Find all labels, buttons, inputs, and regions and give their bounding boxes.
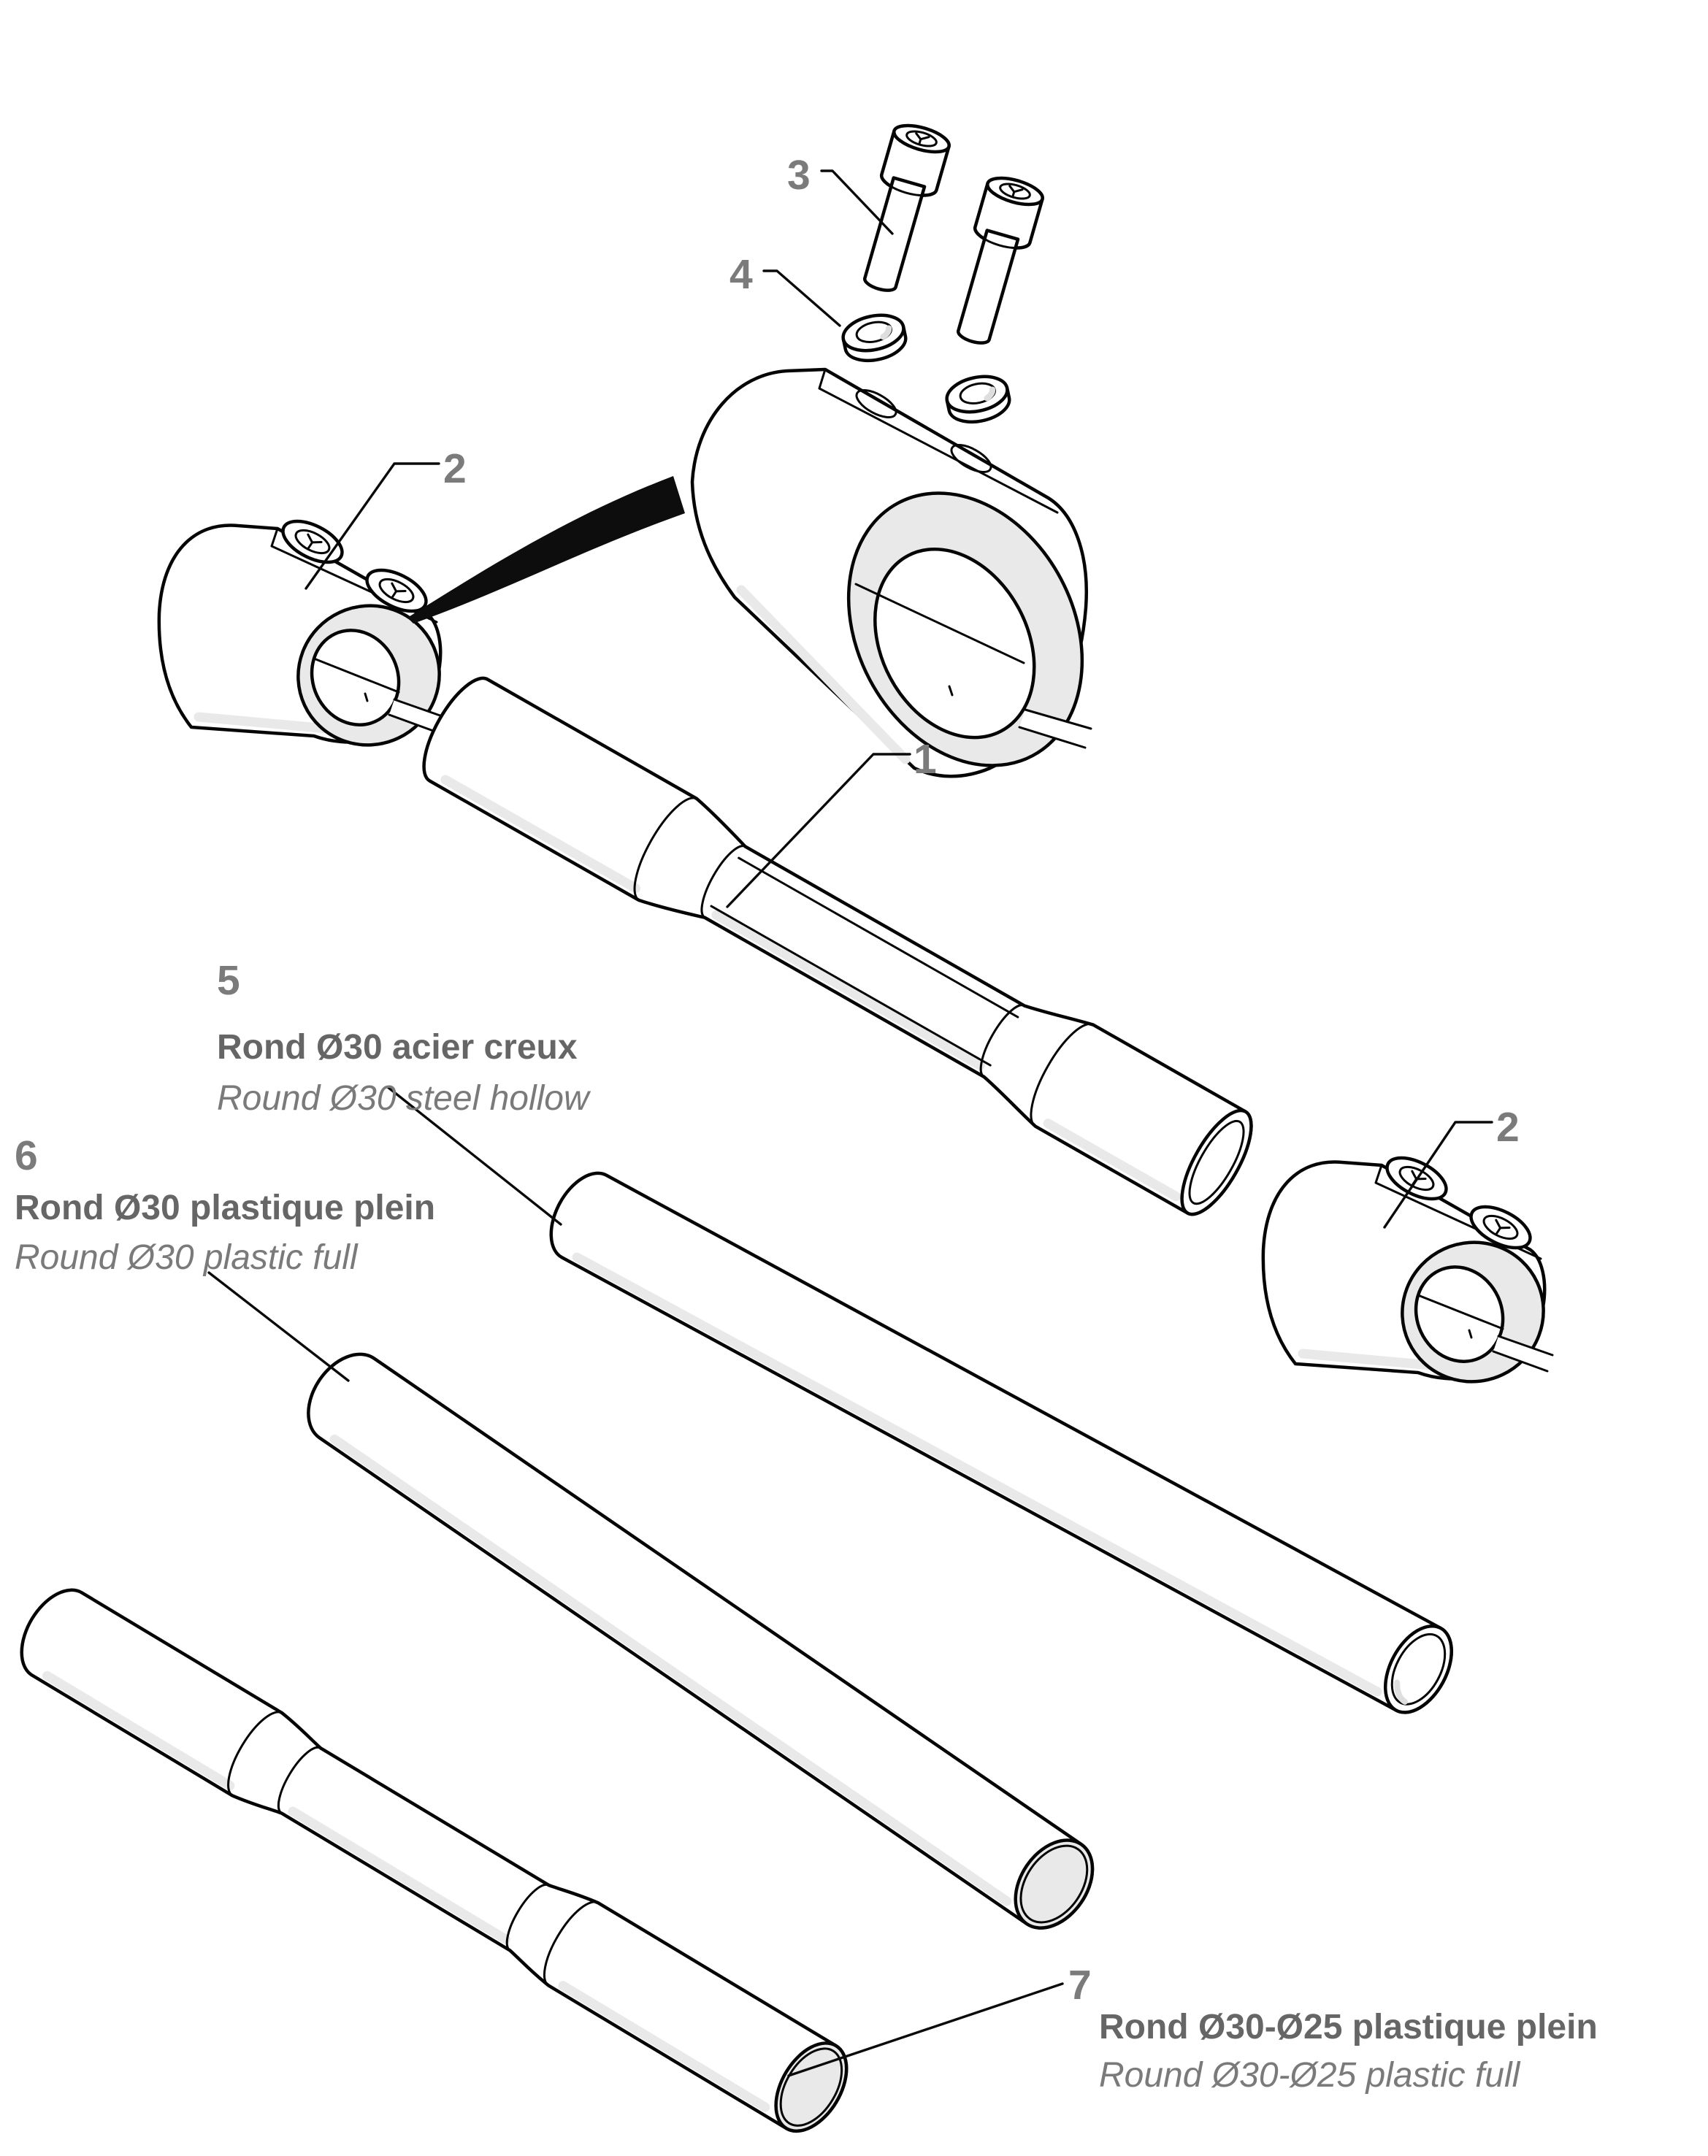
machined-tube-part1	[422, 676, 1253, 1216]
leader-6	[207, 1271, 350, 1382]
stepped-rod-blank	[20, 1588, 849, 2133]
leader-3	[820, 169, 894, 235]
part5-name-en: Round Ø30 steel hollow	[217, 1079, 591, 1118]
cap-screw-right	[956, 176, 1044, 345]
leader-1	[726, 753, 911, 908]
callout-number-2-left: 2	[443, 445, 467, 492]
callout-number-6: 6	[15, 1132, 38, 1179]
cap-screw-left	[862, 123, 951, 292]
callout-number-4: 4	[729, 251, 753, 298]
callout-number-3: 3	[787, 152, 811, 199]
rod-blank-plastic	[307, 1352, 1095, 1930]
callout-number-2-right: 2	[1496, 1104, 1520, 1151]
leader-2-right	[1383, 1121, 1493, 1229]
leader-2-left	[305, 462, 440, 590]
part7-name-fr: Rond Ø30-Ø25 plastique plein	[1099, 2008, 1598, 2046]
part6-name-en: Round Ø30 plastic full	[15, 1238, 359, 1277]
leader-4	[762, 269, 841, 327]
leader-5	[386, 1086, 562, 1226]
clamp-collar-right	[1263, 1149, 1566, 1405]
washer-right	[945, 375, 1011, 424]
clamp-collar-left	[157, 513, 450, 747]
callout-number-7: 7	[1068, 1962, 1092, 2009]
part5-name-fr: Rond Ø30 acier creux	[217, 1028, 578, 1067]
tube-blank-steel	[549, 1171, 1453, 1714]
leader-7	[787, 1982, 1064, 2077]
swoosh-arrow	[407, 476, 685, 624]
part6-name-fr: Rond Ø30 plastique plein	[15, 1189, 435, 1227]
callout-number-5: 5	[217, 957, 240, 1004]
clamp-collar-center	[690, 367, 1092, 778]
washer-left	[841, 313, 908, 363]
part7-name-en: Round Ø30-Ø25 plastic full	[1099, 2056, 1521, 2095]
callout-number-1: 1	[914, 736, 937, 783]
